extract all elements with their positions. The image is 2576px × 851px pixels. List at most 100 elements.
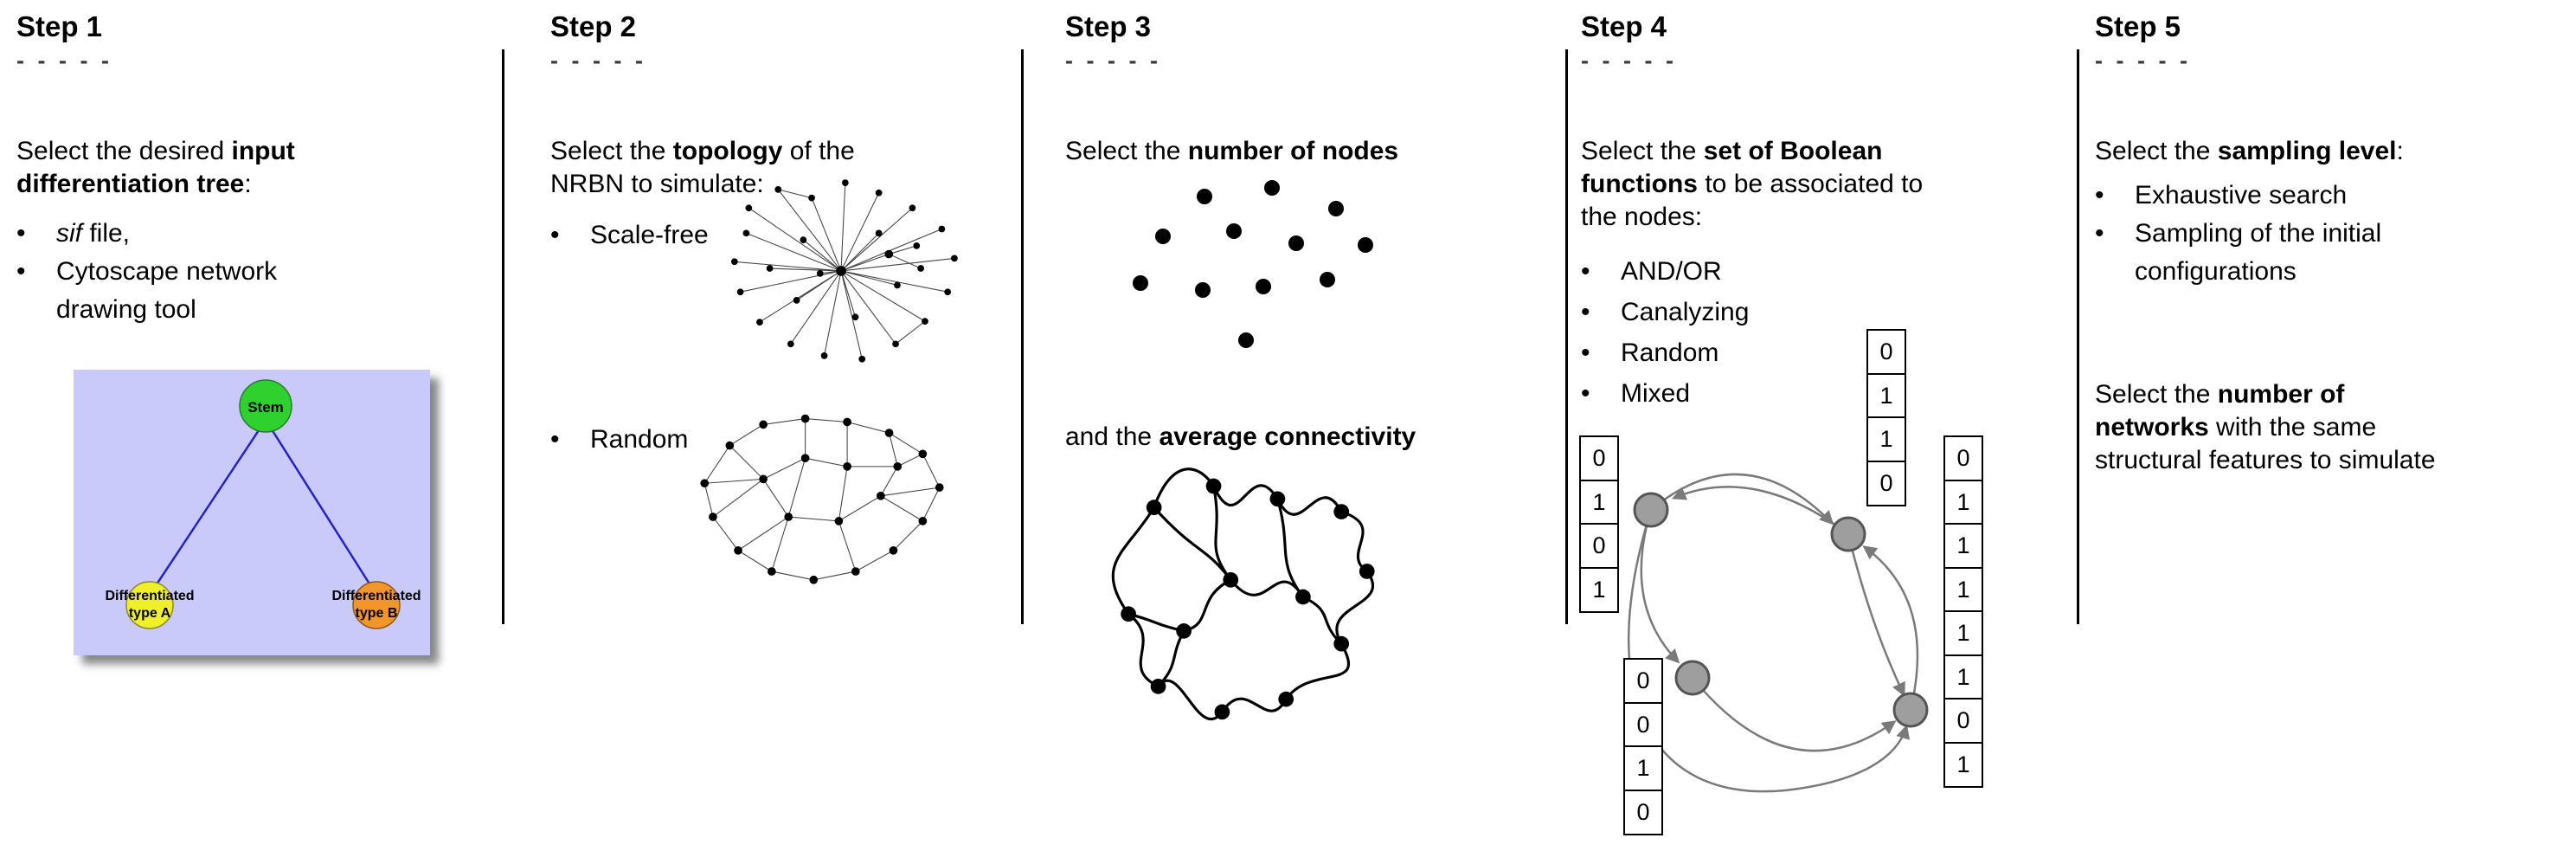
truth-table-cell: 0 bbox=[1579, 435, 1619, 481]
truth-table-cell: 1 bbox=[1579, 566, 1619, 613]
step2-intro: Select the topology of the NRBN to simul… bbox=[550, 135, 1009, 201]
text-segment: : bbox=[244, 170, 252, 198]
step3-line2: and the average connectivity bbox=[1065, 421, 1576, 454]
step3-line1: Select the number of nodes bbox=[1065, 135, 1558, 168]
type-a-node bbox=[125, 581, 174, 629]
text-segment-bold: average connectivity bbox=[1159, 422, 1416, 451]
step5-networks-paragraph: Select the number of networks with the s… bbox=[2095, 378, 2576, 477]
truth-table-cell: 1 bbox=[1866, 416, 1906, 462]
column-divider-2 bbox=[1021, 49, 1024, 624]
truth-table-cell: 1 bbox=[1866, 372, 1906, 419]
bullet-icon: • bbox=[550, 425, 560, 454]
network-nodes bbox=[700, 414, 944, 584]
tree-edge bbox=[148, 419, 267, 596]
bullet-cytoscape: • Cytoscape network drawing tool bbox=[16, 253, 380, 329]
truth-table-cell: 1 bbox=[1943, 566, 1983, 613]
truth-table-cell: 0 bbox=[1866, 460, 1906, 506]
interaction-arrows bbox=[1627, 473, 1919, 793]
step1-title: Step 1 bbox=[16, 10, 103, 42]
boolean-node-a bbox=[1633, 492, 1669, 528]
network-edges bbox=[734, 183, 954, 359]
bullet-sif-file: • sif file, bbox=[16, 215, 380, 253]
text-segment-bold: topology bbox=[672, 137, 783, 165]
column-divider-1 bbox=[502, 49, 504, 624]
truth-table-cell: 1 bbox=[1943, 479, 1983, 525]
tree-edge bbox=[264, 419, 378, 596]
text-segment: NRBN to simulate: bbox=[550, 170, 764, 198]
connectivity-network-figure bbox=[1092, 461, 1395, 733]
text-segment: with the same bbox=[2208, 413, 2377, 442]
boolean-node-b bbox=[1830, 516, 1866, 552]
text-segment-bold: input bbox=[231, 137, 295, 165]
bullet-icon: • bbox=[16, 219, 26, 248]
differentiation-tree-svg: Stem Differentiated type A Differentiate… bbox=[74, 370, 430, 655]
text-segment: Select the bbox=[550, 137, 673, 165]
type-b-label-line1: Differentiated bbox=[331, 589, 421, 603]
step5-dashes: - - - - - bbox=[2095, 48, 2191, 74]
step3-dashes: - - - - - bbox=[1065, 48, 1161, 74]
boolean-nodes bbox=[1633, 492, 1929, 728]
truth-table-cell: 1 bbox=[1579, 479, 1619, 525]
text-segment-bold: functions bbox=[1581, 170, 1698, 198]
step3-title: Step 3 bbox=[1065, 10, 1152, 42]
text-segment-bold: number of nodes bbox=[1187, 137, 1399, 165]
nodes-scatter-figure bbox=[1118, 177, 1386, 394]
type-a-label-line2: type A bbox=[129, 606, 171, 621]
bullet-label: sif file, bbox=[56, 215, 130, 253]
type-b-label-line2: type B bbox=[356, 606, 398, 621]
network-edges bbox=[703, 418, 941, 581]
boolean-network-figure: 0 1 1 0 0 1 0 1 0 0 1 0 0 1 1 1 1 1 0 1 bbox=[1577, 319, 2075, 851]
text-segment: structural features to simulate bbox=[2095, 446, 2436, 474]
step4-title: Step 4 bbox=[1581, 10, 1667, 42]
bullet-label: AND/OR bbox=[1621, 257, 1722, 286]
bullet-random: • Random bbox=[1581, 332, 1749, 373]
truth-table-cell: 1 bbox=[1943, 741, 1983, 788]
boolean-network-graph-svg bbox=[1627, 473, 1929, 793]
step4-dashes: - - - - - bbox=[1581, 48, 1677, 74]
truth-table-cell: 0 bbox=[1943, 698, 1983, 744]
bullet-exhaustive-search: • Exhaustive search bbox=[2095, 177, 2502, 215]
text-segment: Select the bbox=[2095, 380, 2218, 409]
stem-label: Stem bbox=[247, 399, 284, 416]
connectivity-nodes bbox=[1121, 478, 1375, 720]
bullet-mixed: • Mixed bbox=[1581, 373, 1749, 414]
text-segment: Select the bbox=[1065, 137, 1188, 165]
boolean-node-c bbox=[1674, 660, 1711, 696]
stem-node bbox=[239, 379, 292, 433]
step1-bullet-list: • sif file, • Cytoscape network drawing … bbox=[16, 215, 380, 329]
text-segment-bold: sampling level bbox=[2217, 137, 2397, 165]
step2-bullet-scale-free: • Scale-free bbox=[550, 216, 709, 255]
bullet-label: Sampling of the initial configurations bbox=[2135, 219, 2382, 286]
network-nodes bbox=[730, 179, 958, 363]
type-a-label-line1: Differentiated bbox=[105, 589, 194, 603]
truth-table-cell: 1 bbox=[1943, 523, 1983, 569]
truth-table-top: 0 1 1 0 bbox=[1866, 329, 1906, 506]
step2-bullet-random: • Random bbox=[550, 421, 688, 459]
step5-bullet-list: • Exhaustive search • Sampling of the in… bbox=[2095, 177, 2502, 291]
truth-table-cell: 0 bbox=[1866, 329, 1906, 375]
bullet-label: Random bbox=[1621, 338, 1719, 367]
text-segment: Select the desired bbox=[16, 137, 232, 165]
bullet-label: Cytoscape network drawing tool bbox=[56, 257, 278, 324]
step5-intro: Select the sampling level: bbox=[2095, 135, 2571, 168]
step5-title: Step 5 bbox=[2095, 10, 2181, 42]
step2-dashes: - - - - - bbox=[550, 48, 646, 74]
bullet-canalyzing: • Canalyzing bbox=[1581, 292, 1749, 332]
curvy-edges bbox=[1111, 467, 1375, 721]
text-segment: and the bbox=[1065, 422, 1160, 451]
truth-table-cell: 0 bbox=[1579, 523, 1619, 569]
truth-table-right: 0 1 1 1 1 1 0 1 bbox=[1943, 435, 1983, 788]
bullet-icon: • bbox=[1581, 379, 1590, 408]
bullet-sampling-initial: • Sampling of the initial configurations bbox=[2095, 215, 2502, 291]
text-segment: the nodes: bbox=[1581, 203, 1703, 231]
truth-table-cell: 0 bbox=[1623, 701, 1663, 748]
random-network-figure bbox=[684, 403, 960, 606]
bullet-label: Exhaustive search bbox=[2135, 181, 2348, 210]
text-segment-bold: differentiation tree bbox=[16, 170, 245, 198]
text-segment: Select the bbox=[1581, 137, 1704, 165]
step1-dashes: - - - - - bbox=[16, 48, 112, 74]
bullet-label: Mixed bbox=[1621, 379, 1691, 408]
nodes-scatter-svg bbox=[1133, 180, 1373, 348]
bullet-icon: • bbox=[2095, 181, 2104, 210]
scatter-dots bbox=[1133, 180, 1373, 348]
